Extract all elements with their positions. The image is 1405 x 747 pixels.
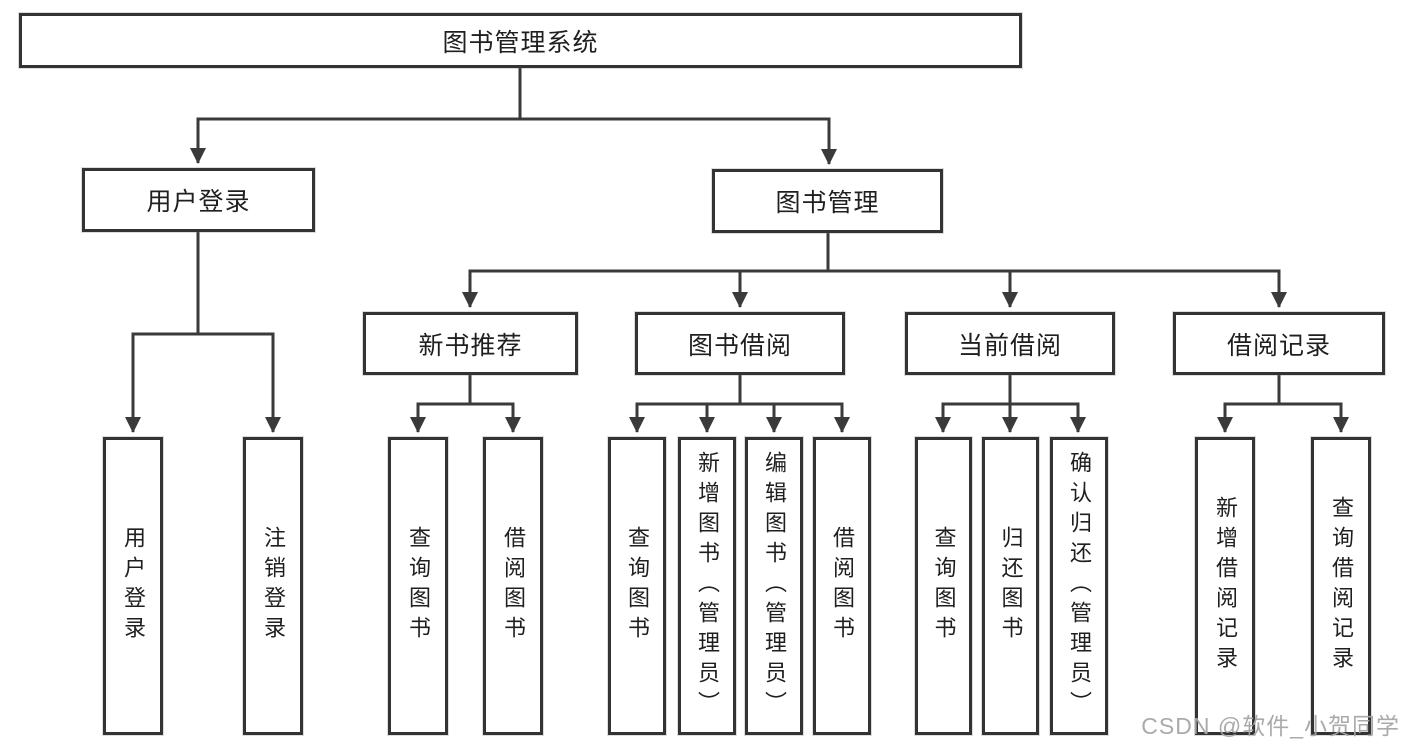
leaf-query-books-2: 查询图书 (608, 437, 666, 735)
leaf-query-books-3: 查询图书 (915, 437, 972, 735)
leaf-add-book-admin: 新增图书（管理员） (678, 437, 736, 735)
leaf-label: 借阅图书 (830, 526, 855, 646)
leaf-label: 查询图书 (625, 526, 650, 646)
node-book-borrow: 图书借阅 (635, 312, 845, 375)
node-borrow-records: 借阅记录 (1173, 312, 1385, 375)
node-current-borrow: 当前借阅 (905, 312, 1115, 375)
node-user-login: 用户登录 (82, 168, 315, 232)
leaf-return-book: 归还图书 (982, 437, 1039, 735)
leaf-label: 用户登录 (121, 526, 146, 646)
leaf-label: 新增借阅记录 (1213, 496, 1238, 676)
leaf-borrow-books: 借阅图书 (483, 437, 543, 735)
leaf-label: 归还图书 (998, 526, 1024, 646)
node-library-system: 图书管理系统 (19, 13, 1022, 68)
leaf-label: 新增图书（管理员） (695, 451, 720, 721)
node-book-management: 图书管理 (712, 169, 943, 233)
leaf-add-borrow-record: 新增借阅记录 (1195, 437, 1255, 735)
node-new-book-recommend: 新书推荐 (363, 312, 578, 375)
leaf-label: 编辑图书（管理员） (762, 451, 787, 721)
leaf-user-login: 用户登录 (103, 437, 163, 735)
leaf-confirm-return-admin: 确认归还（管理员） (1050, 437, 1108, 735)
leaf-label: 注销登录 (261, 526, 286, 646)
leaf-label: 查询借阅记录 (1329, 496, 1354, 676)
leaf-query-books: 查询图书 (388, 437, 448, 735)
leaf-label: 查询图书 (406, 526, 431, 646)
leaf-query-borrow-record: 查询借阅记录 (1311, 437, 1371, 735)
leaf-label: 借阅图书 (501, 526, 526, 646)
leaf-logout: 注销登录 (243, 437, 303, 735)
leaf-label: 确认归还（管理员） (1067, 451, 1092, 721)
leaf-label: 查询图书 (931, 526, 957, 646)
leaf-edit-book-admin: 编辑图书（管理员） (745, 437, 803, 735)
leaf-borrow-books-2: 借阅图书 (813, 437, 871, 735)
